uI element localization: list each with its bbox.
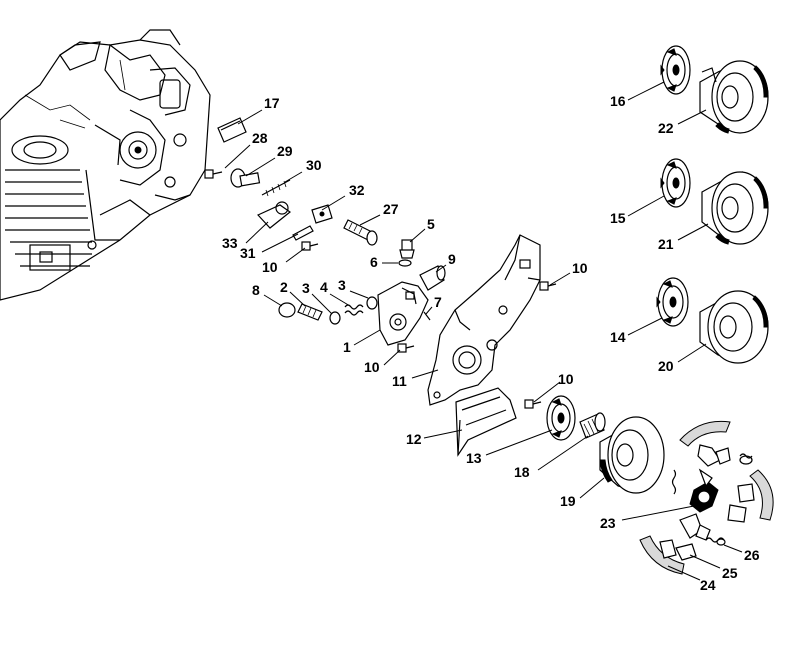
part-8-plug	[278, 302, 296, 318]
part-15-spur-sprocket	[660, 158, 691, 208]
part-14-rim-sprocket	[656, 277, 689, 327]
label-part-15: 15	[610, 210, 626, 226]
part-clutch-spring-top	[739, 453, 753, 465]
part-10-screw-d	[524, 399, 542, 409]
part-17-cover-plate	[217, 117, 247, 143]
label-part-19: 19	[560, 493, 576, 509]
part-2-worm-pin	[297, 303, 323, 321]
part-3-washer-b	[366, 296, 378, 310]
label-part-18: 18	[514, 464, 530, 480]
part-30-threaded-rod	[261, 179, 291, 197]
label-part-28: 28	[252, 130, 268, 146]
label-part-8: 8	[252, 282, 260, 298]
part-12-chain-guide	[455, 387, 517, 457]
label-part-24: 24	[700, 577, 716, 593]
label-part-30: 30	[306, 157, 322, 173]
label-part-7: 7	[434, 294, 442, 310]
label-part-14: 14	[610, 329, 626, 345]
part-28-screw	[204, 169, 223, 179]
label-part-11: 11	[392, 373, 407, 389]
label-part-20: 20	[658, 358, 674, 374]
leader-lines	[224, 81, 743, 581]
label-part-10-a: 10	[262, 259, 278, 275]
label-part-32: 32	[349, 182, 365, 198]
part-19-clutch-drum	[599, 416, 665, 494]
part-10-screw-b	[397, 343, 415, 353]
part-3-washer-a	[329, 311, 341, 325]
part-clutch-shoe-top	[679, 420, 731, 467]
label-part-33: 33	[222, 235, 238, 251]
part-6-o-ring	[398, 259, 412, 267]
label-part-13: 13	[466, 450, 482, 466]
part-clutch-shoe-right	[727, 469, 774, 523]
part-5-fitting	[399, 239, 415, 259]
part-32-plate	[311, 204, 333, 224]
part-29-bolt	[230, 168, 261, 188]
label-part-25: 25	[722, 565, 738, 581]
label-part-10-d: 10	[558, 371, 574, 387]
part-31-pin	[292, 225, 314, 241]
part-27-adjusting-screw	[343, 219, 378, 246]
label-part-3-a: 3	[302, 280, 310, 296]
label-part-5: 5	[427, 216, 435, 232]
label-part-4: 4	[320, 279, 328, 295]
label-part-16: 16	[610, 93, 626, 109]
label-part-10-b: 10	[364, 359, 380, 375]
part-7-spring	[423, 311, 431, 321]
part-1-oil-pump	[377, 281, 429, 346]
part-10-screw-a	[301, 241, 319, 251]
part-4-spring	[344, 304, 364, 316]
label-part-22: 22	[658, 120, 674, 136]
label-part-27: 27	[383, 201, 399, 217]
part-18-needle-bearing	[579, 412, 606, 439]
label-part-1: 1	[343, 339, 351, 355]
part-33-tensioner	[256, 201, 292, 229]
part-16-spur-sprocket	[660, 45, 691, 95]
part-clutch-shoe-mid	[679, 513, 711, 541]
label-part-29: 29	[277, 143, 293, 159]
part-clutch-spring-left	[671, 469, 677, 495]
label-part-9: 9	[448, 251, 456, 267]
part-20-clutch-drum	[699, 290, 769, 364]
label-part-2: 2	[280, 279, 288, 295]
part-25-spring-washer	[675, 543, 697, 561]
label-part-12: 12	[406, 431, 422, 447]
label-part-23: 23	[600, 515, 616, 531]
engine-housing	[0, 29, 211, 301]
part-23-clutch-hub	[689, 468, 719, 513]
label-part-3-b: 3	[338, 277, 346, 293]
callout-labels: 17 28 29 30 32 27 33 31 10 5 6 9 7 8 2 3…	[222, 93, 760, 593]
part-24-clutch-shoe	[639, 535, 685, 575]
label-part-31: 31	[240, 245, 256, 261]
part-10-screw-c	[539, 281, 557, 291]
part-13-rim-sprocket	[546, 395, 576, 441]
part-21-clutch-drum	[701, 171, 769, 245]
label-part-10-c: 10	[572, 260, 588, 276]
label-part-21: 21	[658, 236, 674, 252]
part-11-side-cover	[427, 234, 541, 406]
label-part-6: 6	[370, 254, 378, 270]
part-26-spring	[705, 537, 726, 546]
part-9-hose	[419, 265, 446, 291]
part-22-clutch-drum	[699, 60, 769, 134]
label-part-17: 17	[264, 95, 280, 111]
label-part-26: 26	[744, 547, 760, 563]
